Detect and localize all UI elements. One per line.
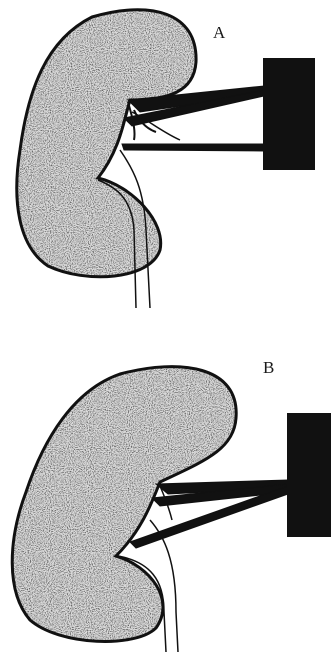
block-b <box>287 413 331 537</box>
kidney-b <box>0 350 250 652</box>
block-a <box>263 58 315 170</box>
panel-a <box>0 0 315 308</box>
panel-b <box>0 350 331 652</box>
panel-label-a: A <box>213 24 225 41</box>
panel-label-b: B <box>263 359 274 376</box>
